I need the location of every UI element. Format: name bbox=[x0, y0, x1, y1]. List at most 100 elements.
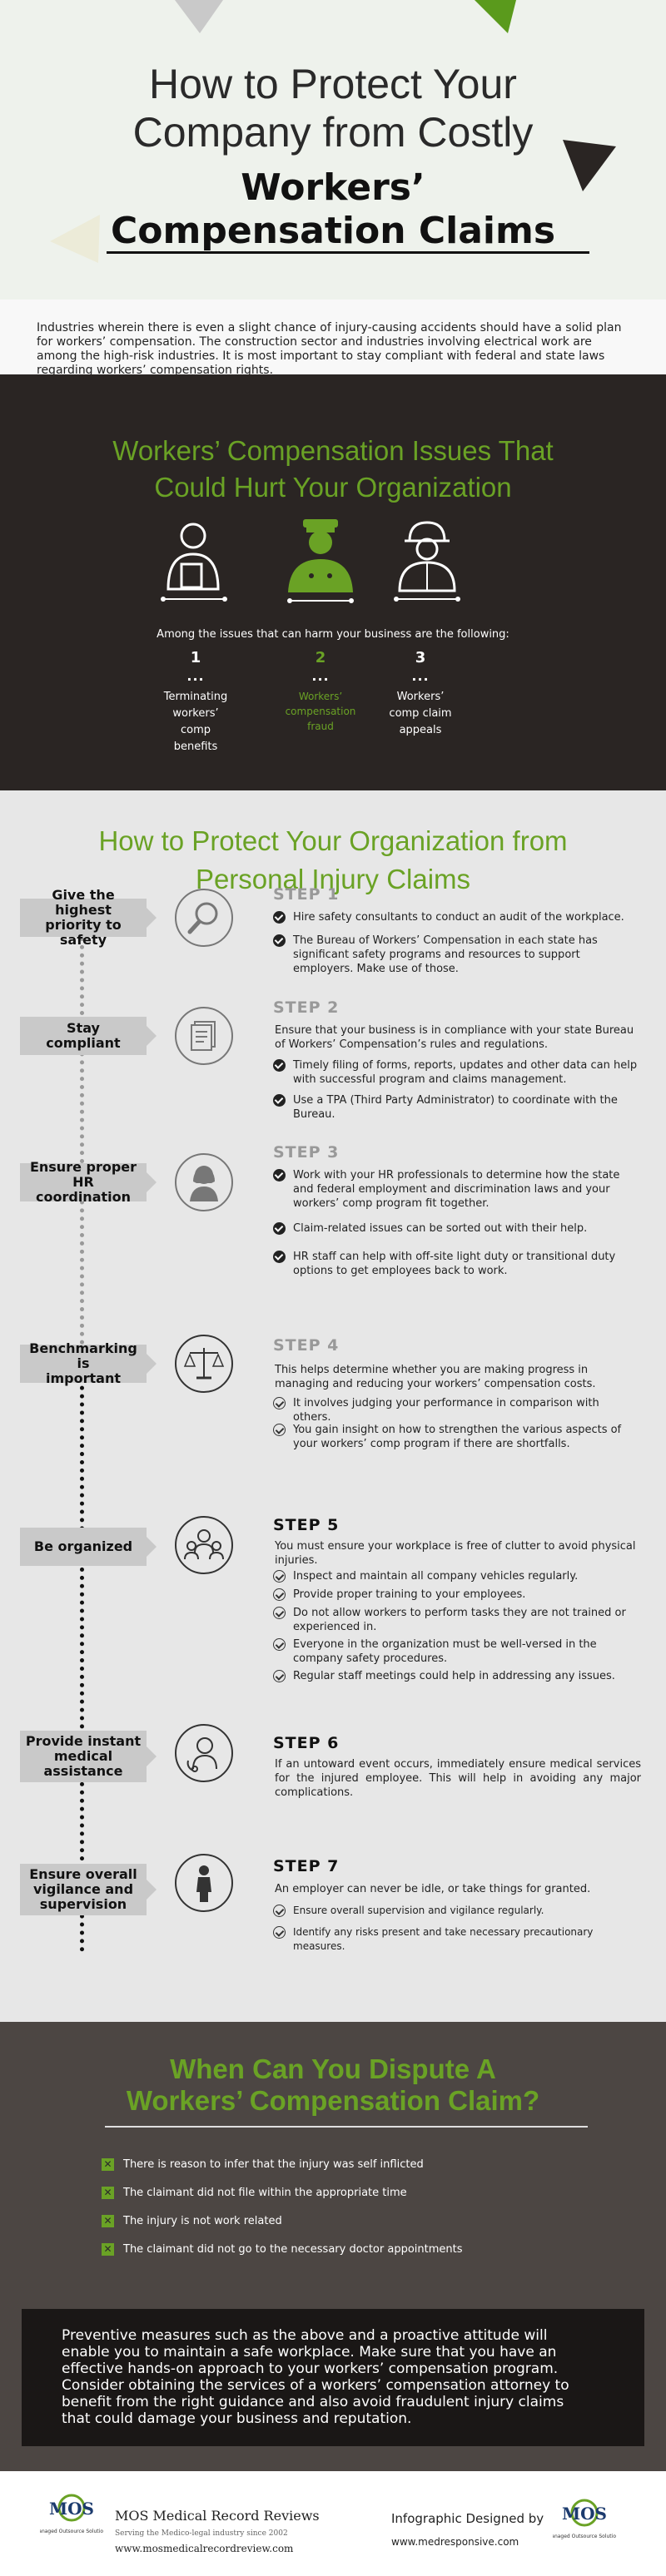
step-text: If an untoward event occurs, immediately… bbox=[275, 1758, 641, 1799]
document-person-icon bbox=[161, 523, 227, 602]
step-text: You must ensure your workplace is free o… bbox=[275, 1540, 636, 1567]
step-title: STEP 6 bbox=[273, 1734, 340, 1752]
hr-person-icon bbox=[175, 1153, 233, 1211]
x-box-icon: ✕ bbox=[102, 2215, 114, 2227]
officer-icon bbox=[287, 519, 354, 603]
decorative-triangles bbox=[50, 0, 616, 263]
step-text: This helps determine whether you are mak… bbox=[275, 1364, 596, 1390]
issues-lead: Among the issues that can harm your busi… bbox=[157, 628, 509, 641]
issues-title: Workers’ Compensation Issues That Could … bbox=[112, 435, 554, 503]
svg-text:MOS: MOS bbox=[49, 2499, 94, 2519]
page-title-emphasis: Workers’ Compensation Claims bbox=[110, 166, 556, 252]
check-icon bbox=[273, 911, 286, 924]
header: How to Protect Your Company from Costly … bbox=[0, 0, 666, 300]
svg-text:Managed Outsource Solutions: Managed Outsource Solutions bbox=[553, 2534, 616, 2539]
step-title: STEP 4 bbox=[273, 1336, 340, 1355]
svg-text:Managed Outsource Solutions: Managed Outsource Solutions bbox=[40, 2529, 103, 2534]
x-box-icon: ✕ bbox=[102, 2243, 114, 2256]
dispute-item: ✕The injury is not work related bbox=[102, 2215, 282, 2227]
issues-section: Workers’ Compensation Issues That Could … bbox=[0, 374, 666, 790]
step-bullet: Timely filing of forms, reports, updates… bbox=[273, 1058, 639, 1087]
check-icon bbox=[273, 1570, 286, 1583]
timeline-dotted-line bbox=[80, 1353, 84, 1952]
step-text: Ensure that your business is in complian… bbox=[275, 1024, 634, 1051]
closing-text: Preventive measures such as the above an… bbox=[62, 2327, 569, 2427]
x-box-icon: ✕ bbox=[102, 2187, 114, 2199]
company-tagline: Serving the Medico-legal industry since … bbox=[115, 2529, 288, 2538]
dispute-section: When Can You Dispute A Workers’ Compensa… bbox=[0, 2022, 666, 2471]
intro-paragraph: Industries wherein there is even a sligh… bbox=[0, 300, 666, 377]
step-bullet: Ensure overall supervision and vigilance… bbox=[273, 1904, 639, 1918]
check-icon bbox=[273, 1094, 286, 1107]
supervisor-icon bbox=[175, 1854, 233, 1912]
step-title: STEP 5 bbox=[273, 1516, 340, 1534]
issue-item: 3 ... Workers’ comp claim appeals bbox=[389, 649, 452, 736]
step-bullet: Everyone in the organization must be wel… bbox=[273, 1637, 639, 1666]
check-icon bbox=[273, 1251, 286, 1263]
dispute-title: When Can You Dispute A Workers’ Compensa… bbox=[126, 2053, 540, 2116]
step-label: Be organized bbox=[20, 1528, 157, 1566]
dispute-item: ✕There is reason to infer that the injur… bbox=[102, 2158, 424, 2171]
timeline-dotted-line bbox=[80, 937, 84, 1353]
check-icon bbox=[273, 1926, 286, 1939]
check-icon bbox=[273, 1222, 286, 1235]
step-title: STEP 7 bbox=[273, 1857, 340, 1875]
check-icon bbox=[273, 1607, 286, 1619]
company-name: MOS Medical Record Reviews bbox=[115, 2508, 320, 2524]
protect-title: How to Protect Your Organization from Pe… bbox=[98, 825, 568, 894]
svg-text:MOS: MOS bbox=[562, 2504, 607, 2524]
check-icon bbox=[273, 1059, 286, 1072]
protect-section: How to Protect Your Organization from Pe… bbox=[0, 790, 666, 2022]
company-url[interactable]: www.mosmedicalrecordreview.com bbox=[115, 2543, 294, 2554]
title-underline bbox=[107, 251, 589, 254]
footer: MOS Managed Outsource Solutions MOS Medi… bbox=[0, 2471, 666, 2576]
magnifier-icon bbox=[175, 889, 233, 947]
check-icon bbox=[273, 934, 286, 947]
medical-call-icon bbox=[175, 1724, 233, 1782]
step-title: STEP 2 bbox=[273, 998, 340, 1017]
step-bullet: HR staff can help with off-site light du… bbox=[273, 1250, 639, 1278]
step-bullet: Regular staff meetings could help in add… bbox=[273, 1669, 639, 1683]
step-text: An employer can never be idle, or take t… bbox=[275, 1883, 591, 1895]
x-box-icon: ✕ bbox=[102, 2158, 114, 2171]
mos-logo: MOS Managed Outsource Solutions bbox=[40, 2494, 103, 2534]
dispute-item: ✕The claimant did not go to the necessar… bbox=[102, 2243, 463, 2256]
step-bullet: Provide proper training to your employee… bbox=[273, 1588, 639, 1602]
team-icon bbox=[175, 1516, 233, 1574]
check-icon bbox=[273, 1905, 286, 1917]
dispute-item: ✕The claimant did not file within the ap… bbox=[102, 2187, 407, 2199]
mos-logo: MOS Managed Outsource Solutions bbox=[553, 2499, 616, 2539]
documents-icon bbox=[175, 1007, 233, 1065]
step-bullet: Use a TPA (Third Party Administrator) to… bbox=[273, 1093, 639, 1122]
step-bullet: Work with your HR professionals to deter… bbox=[273, 1168, 639, 1211]
issue-item: 2 ... Workers’ compensation fraud bbox=[285, 649, 356, 732]
check-icon bbox=[273, 1397, 286, 1409]
step-bullet: Hire safety consultants to conduct an au… bbox=[273, 910, 639, 924]
step-bullet: The Bureau of Workers’ Compensation in e… bbox=[273, 934, 639, 976]
step-bullet: Identify any risks present and take nece… bbox=[273, 1925, 639, 1954]
check-icon bbox=[273, 1424, 286, 1436]
step-bullet: Inspect and maintain all company vehicle… bbox=[273, 1569, 639, 1583]
hard-hat-worker-icon bbox=[394, 521, 460, 602]
check-icon bbox=[273, 1588, 286, 1601]
check-icon bbox=[273, 1670, 286, 1682]
dispute-title-rule bbox=[105, 2126, 588, 2128]
designer-url[interactable]: www.medresponsive.com bbox=[391, 2536, 519, 2548]
closing-box: Preventive measures such as the above an… bbox=[22, 2309, 644, 2446]
scales-icon bbox=[175, 1335, 233, 1393]
step-title: STEP 3 bbox=[273, 1143, 340, 1162]
check-icon bbox=[273, 1169, 286, 1181]
step-title: STEP 1 bbox=[273, 885, 340, 904]
step-bullet: You gain insight on how to strengthen th… bbox=[273, 1423, 639, 1451]
step-bullet: Do not allow workers to perform tasks th… bbox=[273, 1606, 639, 1634]
designed-by-label: Infographic Designed by bbox=[391, 2511, 544, 2526]
check-icon bbox=[273, 1638, 286, 1651]
step-bullet: It involves judging your performance in … bbox=[273, 1396, 639, 1424]
